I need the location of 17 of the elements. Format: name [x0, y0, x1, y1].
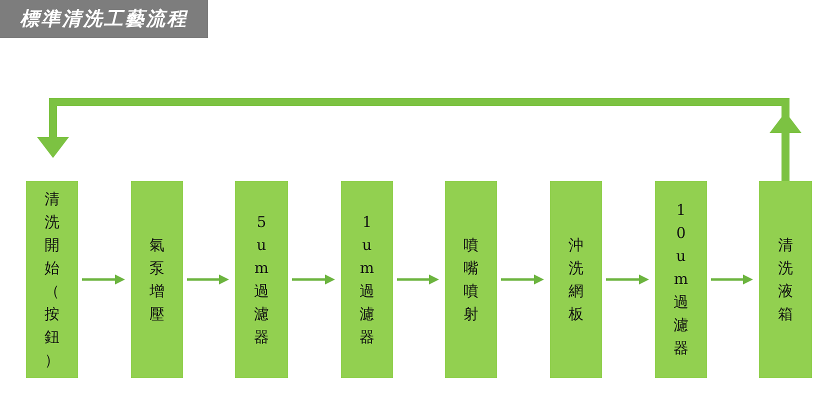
arrow [501, 274, 544, 284]
arrow [82, 274, 125, 284]
process-box: 10um過濾器 [655, 181, 707, 378]
arrow [711, 274, 753, 284]
process-box: 清洗液箱 [759, 181, 812, 378]
loop-arrow [37, 98, 802, 181]
arrow [292, 274, 335, 284]
process-box: 沖洗網板 [550, 181, 602, 378]
process-box: 5um過濾器 [235, 181, 288, 378]
process-box: 清洗開始（按鈕） [26, 181, 78, 378]
process-box: 氣泵增壓 [131, 181, 183, 378]
title: 標準清洗工藝流程 [0, 0, 208, 38]
arrow [397, 274, 439, 284]
process-box: 噴嘴噴射 [445, 181, 497, 378]
arrow [187, 274, 229, 284]
arrow [606, 274, 649, 284]
process-box: 1um過濾器 [341, 181, 393, 378]
